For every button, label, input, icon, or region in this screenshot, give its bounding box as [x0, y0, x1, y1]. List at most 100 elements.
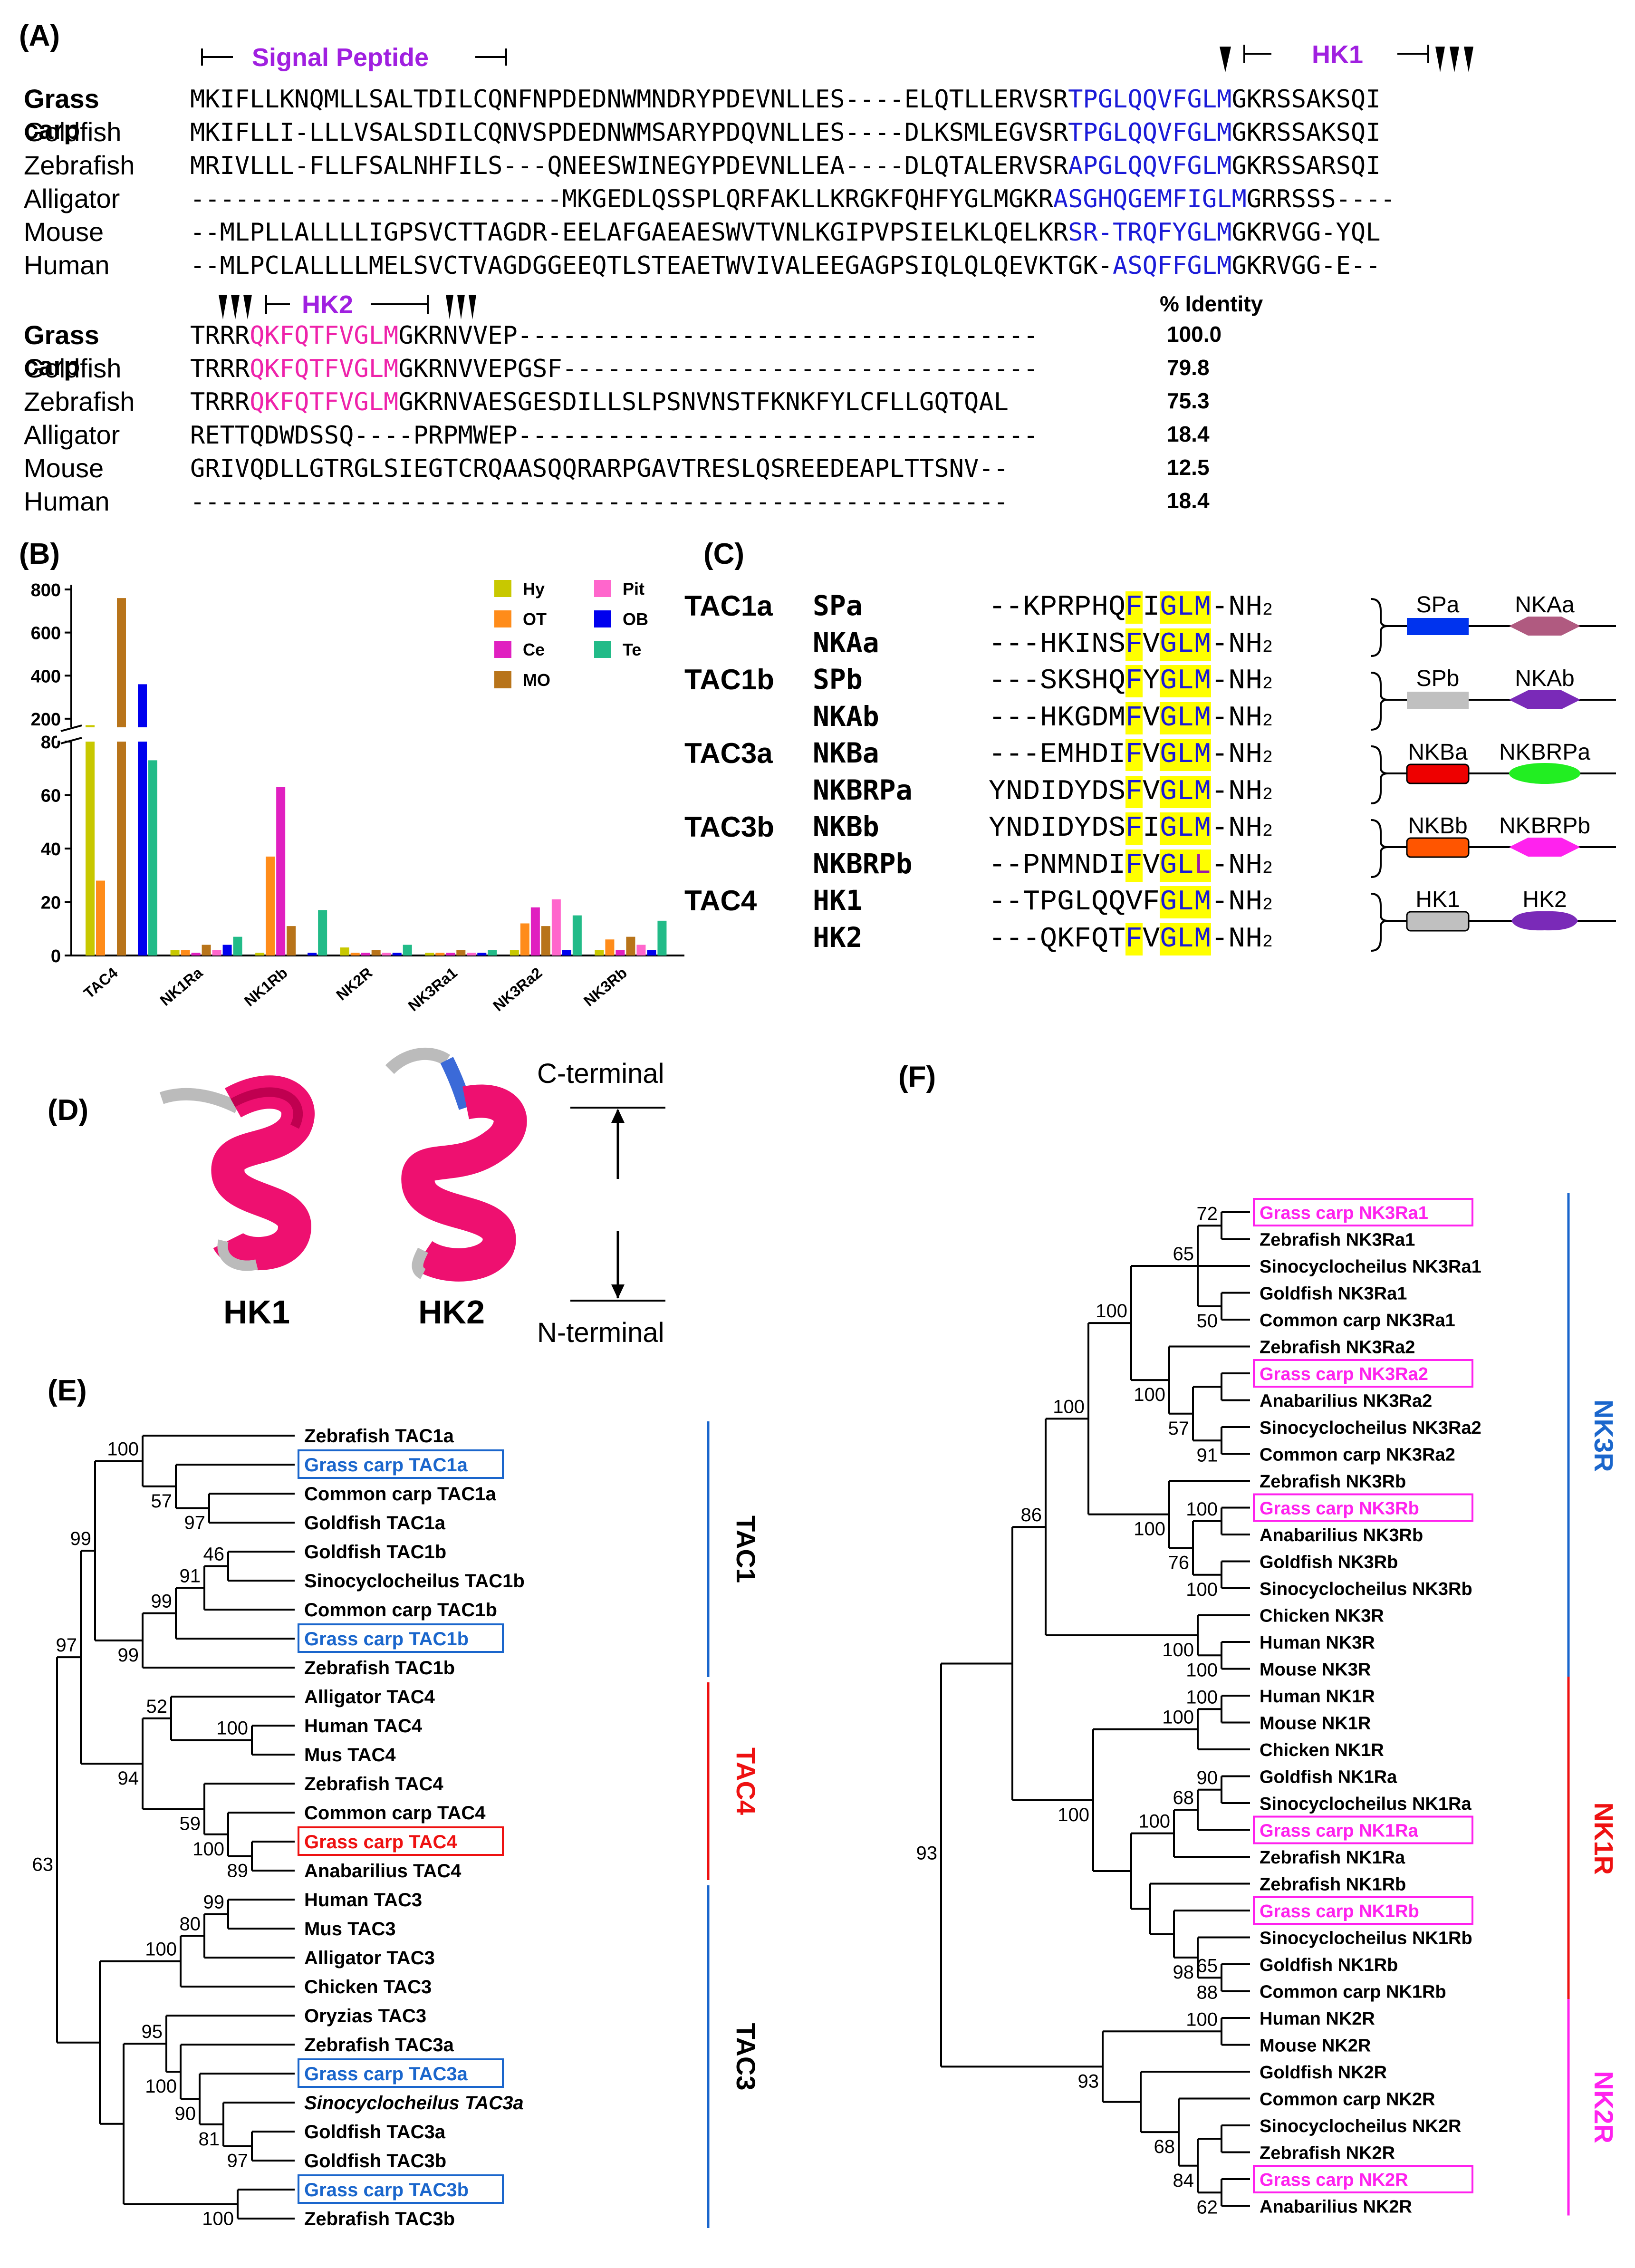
- bootstrap-value: 84: [1173, 2170, 1194, 2191]
- tip-label: Common carp TAC4: [304, 1803, 486, 1824]
- grass-carp-highlight-box: [1253, 1198, 1473, 1226]
- legend-label: Ce: [523, 640, 545, 659]
- conserved-motif: GLM: [1160, 702, 1212, 734]
- peptide-sequence: YNDIDYDSFVGLM-NH2: [989, 776, 1273, 808]
- tip-label: Sinocyclocheilus NK1Rb: [1260, 1929, 1472, 1949]
- tip-label: Zebrafish NK3Rb: [1260, 1472, 1406, 1492]
- peptide-name: SPb: [813, 663, 863, 695]
- y-tick-label: 400: [31, 666, 61, 686]
- sequence-text: MKIFLLI-LLLVSALSDILCQNVSPDEDNWMSARYPDQVN…: [190, 118, 1068, 147]
- sequence-line: GRIVQDLLGTRGLSIEGTCRQAASQQRARPGAVTRESLQS…: [190, 454, 1009, 483]
- bootstrap-value: 95: [142, 2021, 163, 2042]
- tip-label: Goldfish NK1Rb: [1260, 1955, 1398, 1975]
- bootstrap-value: 89: [227, 1861, 249, 1882]
- motif-text: GL: [1160, 776, 1194, 808]
- tip-label: Alligator TAC3: [304, 1948, 435, 1969]
- motif-text: GL: [1160, 739, 1194, 771]
- conserved-residue: F: [1125, 591, 1143, 624]
- tip-label: Goldfish NK3Ra1: [1260, 1284, 1407, 1304]
- sequence-line: TRRRQKFQTFVGLMGKRNVAESGESDILLSLPSNVNSTFK…: [190, 388, 1009, 416]
- percent-identity-value: 100.0: [1167, 322, 1222, 347]
- signal-peptide-bracket: [201, 48, 507, 66]
- sequence-text: ---HKGDM: [989, 702, 1126, 734]
- amidation: -NH: [1211, 849, 1263, 882]
- legend-swatch-OT: [494, 610, 511, 627]
- bootstrap-value: 93: [1078, 2071, 1099, 2092]
- precursor-domain-NKBb: [1406, 837, 1470, 858]
- sequence-text: V: [1143, 702, 1160, 734]
- y-tick-label: 60: [41, 786, 61, 806]
- motif-last-residue: M: [1194, 702, 1212, 734]
- species-name: Human: [24, 250, 110, 280]
- percent-identity-value: 12.5: [1167, 455, 1210, 480]
- sequence-line: RETTQDWDSSQ----PRPMWEP------------------…: [190, 421, 1038, 450]
- tip-label: Zebrafish TAC1b: [304, 1658, 455, 1679]
- tip-label: Sinocyclocheilus TAC1b: [304, 1571, 525, 1592]
- x-tick-label: NK1Rb: [241, 964, 291, 1010]
- bootstrap-value: 98: [1173, 1962, 1194, 1983]
- signal-peptide-label: Signal Peptide: [252, 43, 429, 72]
- species-name: Zebrafish: [24, 386, 135, 416]
- bootstrap-value: 93: [916, 1843, 938, 1863]
- bootstrap-value: 68: [1173, 1787, 1194, 1808]
- motif-text: GL: [1160, 849, 1194, 882]
- bootstrap-value: 91: [180, 1565, 201, 1586]
- precursor-peptide-label: SPb: [1416, 666, 1460, 691]
- sequence-text: TRRR: [190, 321, 250, 350]
- conserved-motif: GLM: [1160, 665, 1212, 697]
- bootstrap-value: 97: [56, 1635, 77, 1656]
- tip-label: Grass carp NK2R: [1260, 2170, 1408, 2190]
- bootstrap-values: 7265501001005791100861007610010010093100…: [916, 1203, 1218, 2218]
- percent-identity-header: % Identity: [1160, 291, 1263, 316]
- panel-label-f: (F): [898, 1061, 936, 1093]
- sequence-text: V: [1143, 776, 1160, 808]
- conserved-residue: F: [1125, 849, 1143, 882]
- subscript: 2: [1262, 859, 1273, 878]
- motif-text: GL: [1160, 665, 1194, 697]
- peptide-name: HK1: [813, 884, 863, 917]
- bootstrap-value: 90: [1197, 1767, 1218, 1788]
- peptide-name: NKBb: [813, 811, 879, 843]
- tip-label: Zebrafish TAC1a: [304, 1426, 454, 1447]
- sequence-text: I: [1143, 812, 1160, 845]
- bar-OB: [477, 953, 487, 955]
- sequence-text: V: [1143, 849, 1160, 882]
- species-name: Grass carp: [24, 84, 99, 145]
- sequence-text: YNDIDYDS: [989, 776, 1126, 808]
- hk2-helix-model: [385, 1047, 527, 1282]
- clade-label: NK1R: [1589, 1803, 1619, 1875]
- motif-last-residue: M: [1194, 628, 1212, 661]
- amidation: -NH: [1211, 665, 1263, 697]
- bootstrap-value: 100: [1138, 1811, 1170, 1832]
- sequence-text: --MLPCLALLLLMELSVCTVAGDGGEEQTLSTEAETWVIV…: [190, 251, 1113, 280]
- grass-carp-highlight-box: [1253, 1493, 1473, 1522]
- tree-branches: [56, 1435, 295, 2220]
- bar-Te: [572, 915, 582, 955]
- bootstrap-value: 100: [1162, 1707, 1194, 1728]
- motif-last-residue: L: [1194, 849, 1212, 882]
- subscript: 2: [1262, 748, 1273, 767]
- tip-label: Anabarilius NK2R: [1260, 2197, 1412, 2217]
- peptide-name: NKBRPb: [813, 848, 913, 880]
- legend-swatch-Te: [594, 641, 611, 658]
- panel-label-c: (C): [703, 538, 745, 570]
- sequence-line: --MLPCLALLLLMELSVCTVAGDGGEEQTLSTEAETWVIV…: [190, 251, 1381, 280]
- tip-label: Mouse NK2R: [1260, 2036, 1371, 2056]
- bar-OT: [605, 939, 615, 955]
- bar-MO: [371, 950, 381, 955]
- peptide-name: NKBRPa: [813, 774, 913, 806]
- bootstrap-value: 88: [1197, 1982, 1218, 2003]
- sequence-line: TRRRQKFQTFVGLMGKRNVVEP------------------…: [190, 321, 1039, 350]
- axis-break-mark: [60, 724, 82, 732]
- bar-OT: [435, 953, 445, 955]
- sequence-text: RETTQDWDSSQ----PRPMWEP------------------…: [190, 421, 1039, 450]
- motif-last-residue: M: [1194, 923, 1212, 955]
- bar-Ce: [530, 907, 540, 955]
- tip-label: Alligator TAC4: [304, 1687, 435, 1708]
- bar-OB: [647, 950, 656, 955]
